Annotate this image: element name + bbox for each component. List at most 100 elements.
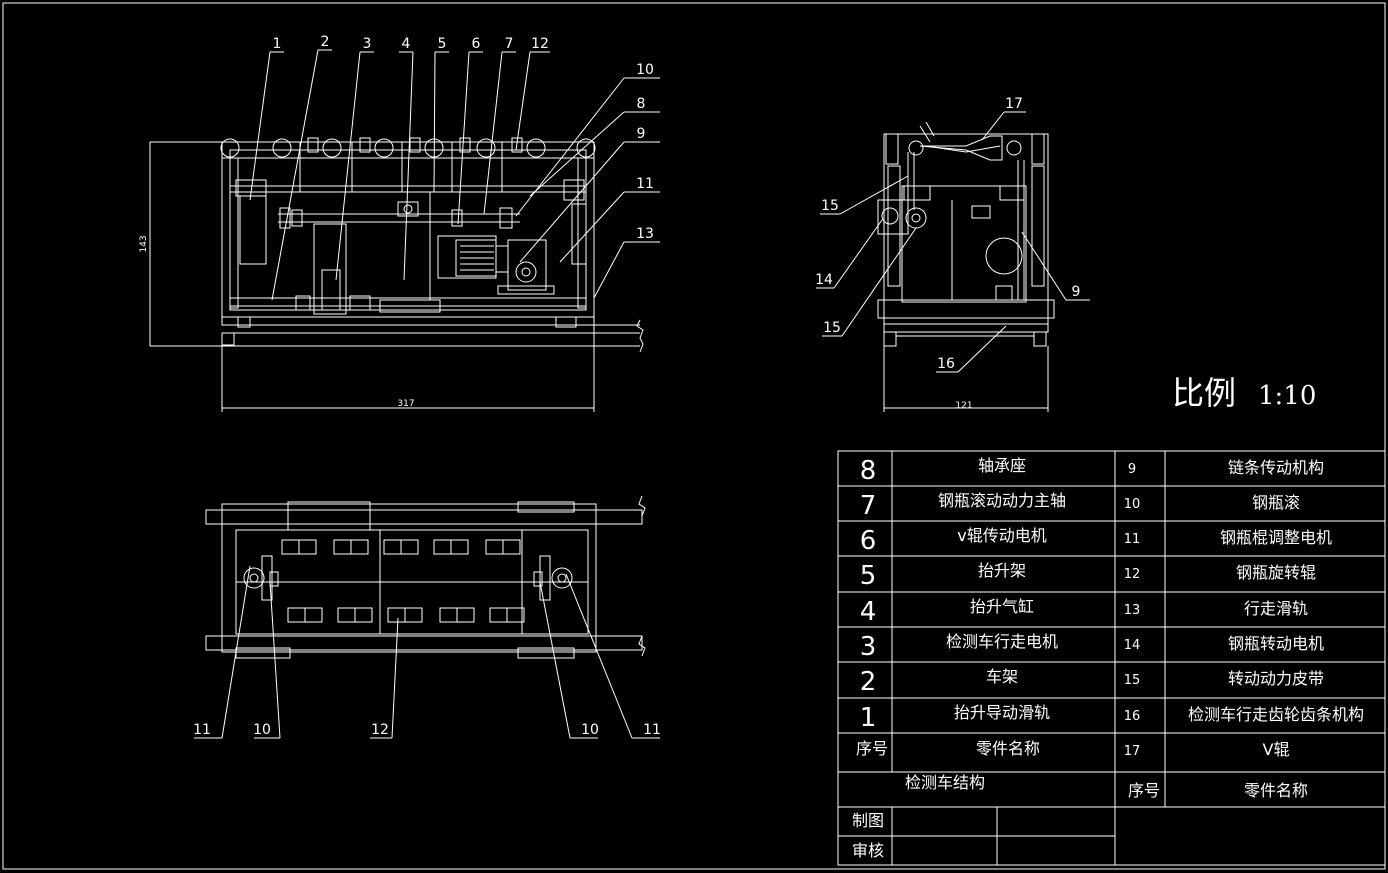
callout-leader <box>593 241 625 299</box>
callout-leader <box>833 219 883 289</box>
bom-left-name: v辊传动电机 <box>957 526 1046 545</box>
callout-label: 10 <box>581 722 599 738</box>
callout-label: 11 <box>193 722 211 738</box>
callout-leader <box>957 325 1007 373</box>
callout-leader <box>403 51 414 281</box>
bom-checked-by: 审核 <box>852 841 884 860</box>
roller-bracket <box>511 137 523 153</box>
callout-label: 2 <box>321 34 330 50</box>
bom-left-no: 8 <box>860 456 877 486</box>
callout-label: 13 <box>636 226 654 242</box>
bom-header-name: 零件名称 <box>976 739 1040 758</box>
callout-leader <box>249 51 271 201</box>
bom-right-name: 行走滑轨 <box>1244 599 1308 618</box>
callout-label: 10 <box>253 722 271 738</box>
callout-leader <box>1021 231 1067 301</box>
bom-right-no: 17 <box>1124 744 1141 759</box>
front-dim-width: 317 <box>397 399 414 409</box>
callout-leader <box>519 141 625 263</box>
callout-label: 4 <box>402 36 411 52</box>
bom-right-name: 钢瓶棍调整电机 <box>1220 528 1332 547</box>
callout-leader <box>839 175 909 215</box>
roller-bracket <box>307 137 319 153</box>
roller-bracket <box>459 137 471 153</box>
bom-right-no: 10 <box>1124 497 1141 512</box>
top-view: 11 10 12 10 11 <box>193 495 661 739</box>
front-dim-height: 143 <box>139 235 149 252</box>
bom-right-name: 转动动力皮带 <box>1228 669 1324 688</box>
bom-right-no: 9 <box>1128 462 1136 477</box>
callout-leader <box>565 573 633 739</box>
scale-text: 比例 <box>1172 374 1236 412</box>
bom-left-name: 检测车行走电机 <box>946 632 1058 651</box>
bom-title: 检测车结构 <box>905 773 985 792</box>
bom-left-no: 4 <box>860 597 877 627</box>
bom-header-name-right: 零件名称 <box>1244 781 1308 800</box>
bom-header-no: 序号 <box>856 739 888 758</box>
callout-leader <box>391 617 399 739</box>
callout-leader <box>559 191 625 263</box>
callout-label: 6 <box>472 36 481 52</box>
bom-header-no-right: 序号 <box>1128 781 1160 800</box>
callout-label: 3 <box>363 36 372 52</box>
bom-left-no: 5 <box>860 561 877 591</box>
bom-drawn-by: 制图 <box>852 811 884 830</box>
callout-label: 17 <box>1005 96 1023 112</box>
bom-left-name: 钢瓶滚动动力主轴 <box>938 491 1066 510</box>
callout-label: 12 <box>371 722 389 738</box>
bom-right-no: 13 <box>1124 603 1141 618</box>
callout-label: 9 <box>637 126 646 142</box>
bom-left-no: 3 <box>860 632 877 662</box>
bom-right-no: 14 <box>1124 638 1141 653</box>
callout-label: 7 <box>505 36 514 52</box>
bom-right-no: 16 <box>1124 709 1141 724</box>
callout-leader <box>271 49 319 301</box>
callout-leader <box>433 51 436 193</box>
roller-circle <box>322 138 342 158</box>
callout-leader <box>515 51 531 151</box>
bom-left-no: 1 <box>860 703 877 733</box>
roller-circle <box>374 138 394 158</box>
bom-left-name: 车架 <box>986 667 1018 686</box>
bom-right-name: 钢瓶旋转辊 <box>1236 563 1316 582</box>
callout-leader <box>841 227 917 337</box>
callout-leader <box>335 51 361 281</box>
callout-label: 16 <box>937 356 955 372</box>
bom-left-name: 轴承座 <box>978 456 1026 475</box>
roller-circle <box>476 138 496 158</box>
callout-label: 14 <box>815 272 833 288</box>
callout-label: 8 <box>637 96 646 112</box>
bom-right-no: 11 <box>1124 532 1141 547</box>
callout-leader <box>529 111 625 197</box>
scale-value: 1:10 <box>1258 381 1316 411</box>
callout-label: 11 <box>636 176 654 192</box>
callout-label: 12 <box>531 36 549 52</box>
callout-label: 15 <box>821 198 839 214</box>
side-dim-width: 121 <box>955 401 972 411</box>
bom-left-no: 6 <box>860 526 877 556</box>
bom-left-name: 抬升架 <box>978 561 1026 580</box>
callout-leader <box>981 111 1005 141</box>
bom-right-no: 15 <box>1124 673 1141 688</box>
callout-label: 15 <box>823 320 841 336</box>
bom-right-name: 检测车行走齿轮齿条机构 <box>1188 705 1364 724</box>
callout-label: 11 <box>643 722 661 738</box>
bom-left-name: 抬升导动滑轨 <box>954 703 1050 722</box>
roller-bracket <box>359 137 371 153</box>
roller-bracket <box>409 137 421 153</box>
roller-circle <box>526 138 546 158</box>
callout-label: 10 <box>636 62 654 78</box>
callout-label: 5 <box>438 36 447 52</box>
callout-leader <box>515 77 625 217</box>
callout-leader <box>269 581 281 739</box>
roller-circle <box>272 138 292 158</box>
scale-label: 比例 1:10 <box>1172 374 1316 412</box>
bom-right-name: V辊 <box>1263 740 1290 759</box>
bom-right-name: 钢瓶转动电机 <box>1228 634 1324 653</box>
bom-right-no: 12 <box>1124 567 1141 582</box>
